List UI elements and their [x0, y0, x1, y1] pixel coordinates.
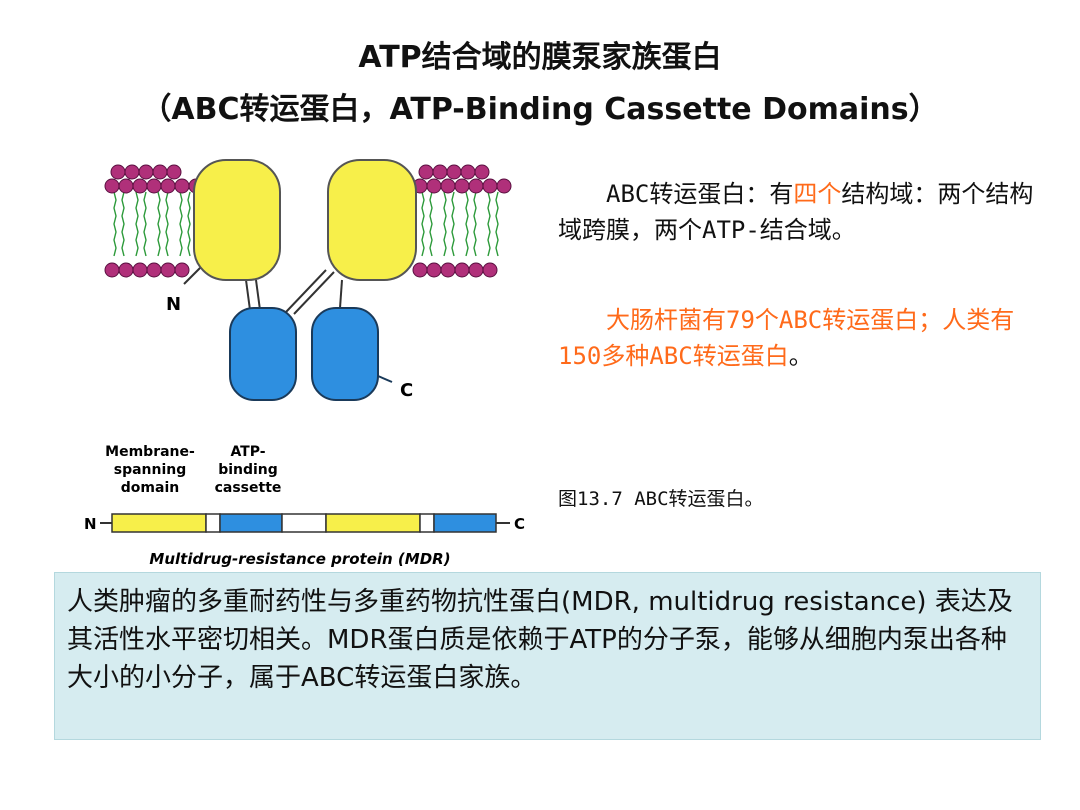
n-terminus-label: N — [166, 294, 181, 315]
c-terminus-label: C — [400, 380, 413, 401]
p1-text-a: ABC转运蛋白：有 — [606, 180, 794, 208]
legend-membrane-line3: domain — [121, 480, 179, 496]
atp-domain-right — [311, 307, 379, 401]
lipid-tails — [113, 191, 499, 257]
figure-caption: 图13.7 ABC转运蛋白。 — [558, 488, 764, 510]
p1-highlight: 四个 — [793, 180, 842, 208]
legend-membrane-line2: spanning — [114, 462, 187, 478]
bar-c-label: C — [514, 515, 525, 533]
legend-atp-line1: ATP- — [230, 444, 265, 460]
slide-subtitle: （ABC转运蛋白，ATP-Binding Cassette Domains） — [141, 92, 939, 127]
slide-title: ATP结合域的膜泵家族蛋白 — [358, 40, 722, 75]
mdr-note-text: 人类肿瘤的多重耐药性与多重药物抗性蛋白(MDR, multidrug resis… — [67, 587, 1013, 693]
legend-atp-line2: binding — [218, 462, 278, 478]
p2-end: 。 — [788, 342, 813, 370]
abc-transporter-diagram: N C Membrane- spanning domain ATP- bindi… — [84, 159, 525, 568]
c-terminus-tail — [377, 375, 393, 383]
mdr-note-box: 人类肿瘤的多重耐药性与多重药物抗性蛋白(MDR, multidrug resis… — [54, 572, 1041, 740]
bar-n-label: N — [84, 515, 97, 533]
species-count-paragraph: 大肠杆菌有79个ABC转运蛋白；人类有150多种ABC转运蛋白。 — [558, 302, 1038, 374]
abc-transporter-figure: N C Membrane- spanning domain ATP- bindi… — [80, 150, 540, 570]
abc-domains-paragraph: ABC转运蛋白：有四个结构域：两个结构域跨膜，两个ATP-结合域。 — [558, 176, 1038, 248]
legend-atp-line3: cassette — [215, 480, 282, 496]
membrane-domain-right — [327, 159, 417, 281]
lipid-heads — [104, 164, 512, 278]
domain-linkers — [183, 267, 343, 315]
p1-text-b: 结构域：两个结构域跨膜，两个ATP-结合域。 — [558, 180, 1034, 244]
legend-membrane-line1: Membrane- — [105, 444, 195, 460]
domain-bar — [111, 513, 497, 533]
figure-caption-mdr: Multidrug-resistance protein (MDR) — [149, 550, 450, 568]
atp-domain-left — [229, 307, 297, 401]
p2-text: 大肠杆菌有79个ABC转运蛋白；人类有150多种ABC转运蛋白 — [558, 306, 1015, 370]
membrane-domain-left — [193, 159, 281, 281]
